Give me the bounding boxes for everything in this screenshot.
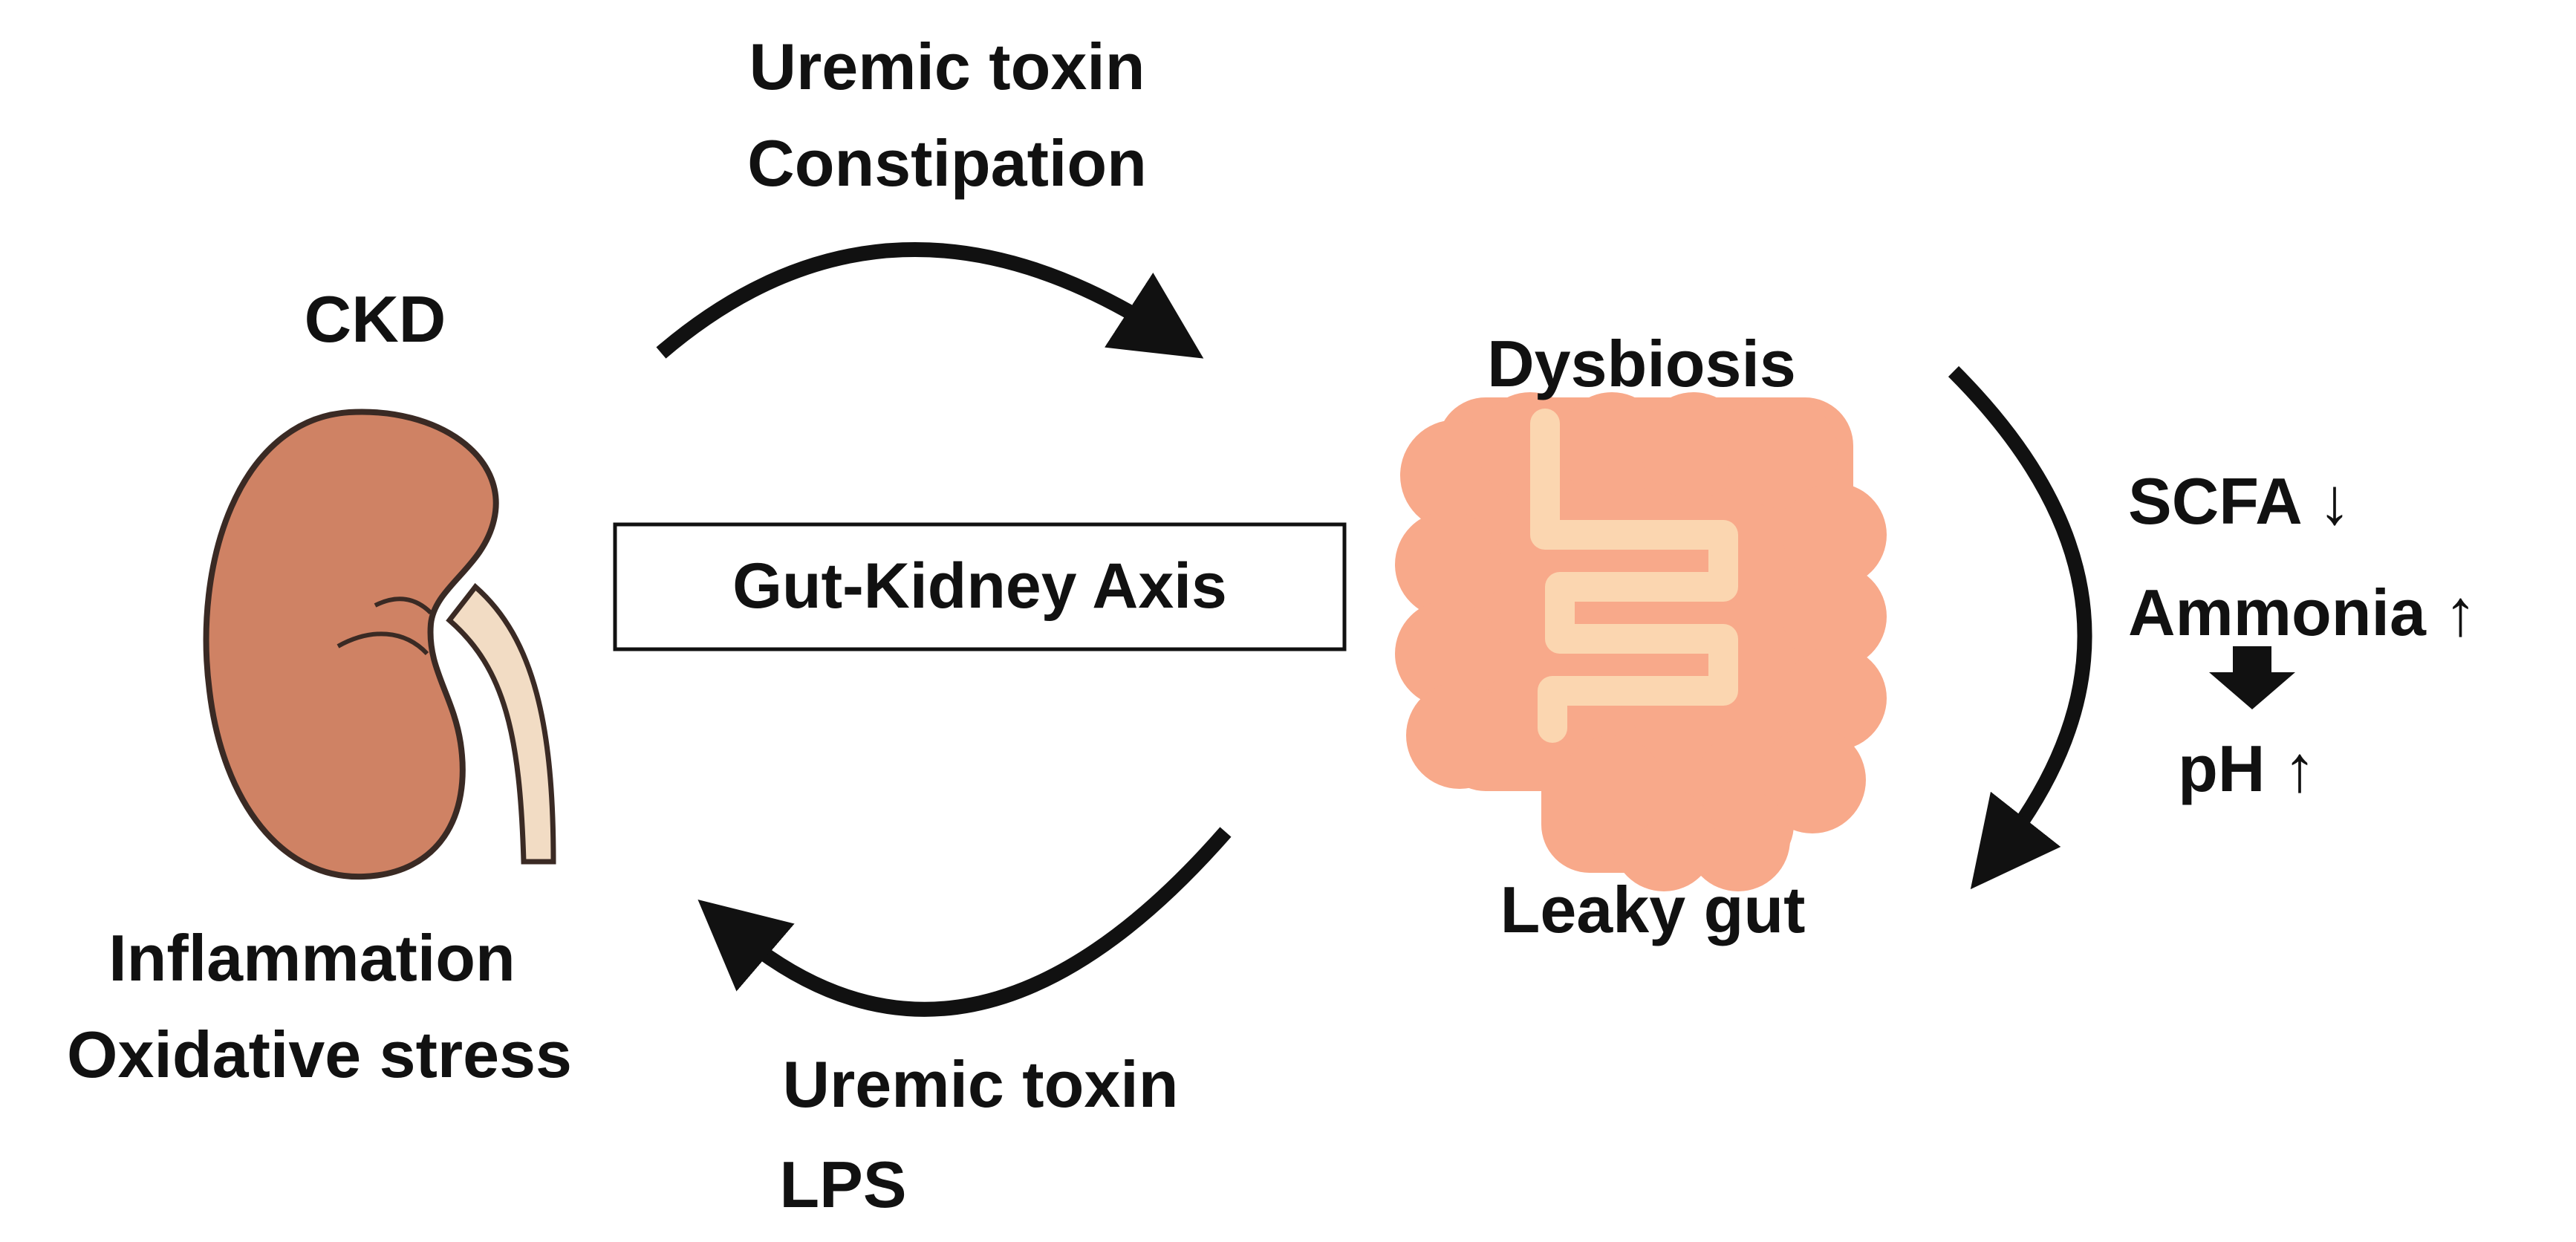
oxidative-stress-label: Oxidative stress xyxy=(67,1018,572,1091)
ph-note: pH ↑ xyxy=(2178,732,2316,805)
ammonia-note: Ammonia ↑ xyxy=(2128,576,2476,649)
dysbiosis-label: Dysbiosis xyxy=(1487,327,1796,400)
top-arrow-line-2: Constipation xyxy=(747,126,1147,200)
ckd-label: CKD xyxy=(305,282,446,356)
top-arrow-line-1: Uremic toxin xyxy=(749,30,1145,103)
axis-title: Gut-Kidney Axis xyxy=(732,550,1227,622)
kidney-hilum-line xyxy=(336,631,429,656)
bottom-arrow-line-1: Uremic toxin xyxy=(782,1047,1178,1121)
down-arrow-icon xyxy=(2209,646,2295,709)
top-curved-arrow xyxy=(656,241,1204,359)
bottom-arrow-line-2: LPS xyxy=(779,1148,906,1221)
intestine-illustration xyxy=(1395,392,1887,891)
leaky-gut-label: Leaky gut xyxy=(1500,873,1806,946)
small-intestine xyxy=(1530,409,1738,743)
ureter xyxy=(446,582,556,865)
scfa-note: SCFA ↓ xyxy=(2128,464,2351,538)
kidney-shape xyxy=(203,409,499,880)
kidney-illustration xyxy=(203,409,556,880)
kidney-hilum-line xyxy=(374,596,433,615)
inflammation-label: Inflammation xyxy=(108,921,515,995)
right-curved-arrow xyxy=(1948,365,2092,890)
axis-box xyxy=(613,522,1347,651)
colon-haustra xyxy=(1395,392,1887,891)
bottom-curved-arrow xyxy=(697,827,1232,1017)
